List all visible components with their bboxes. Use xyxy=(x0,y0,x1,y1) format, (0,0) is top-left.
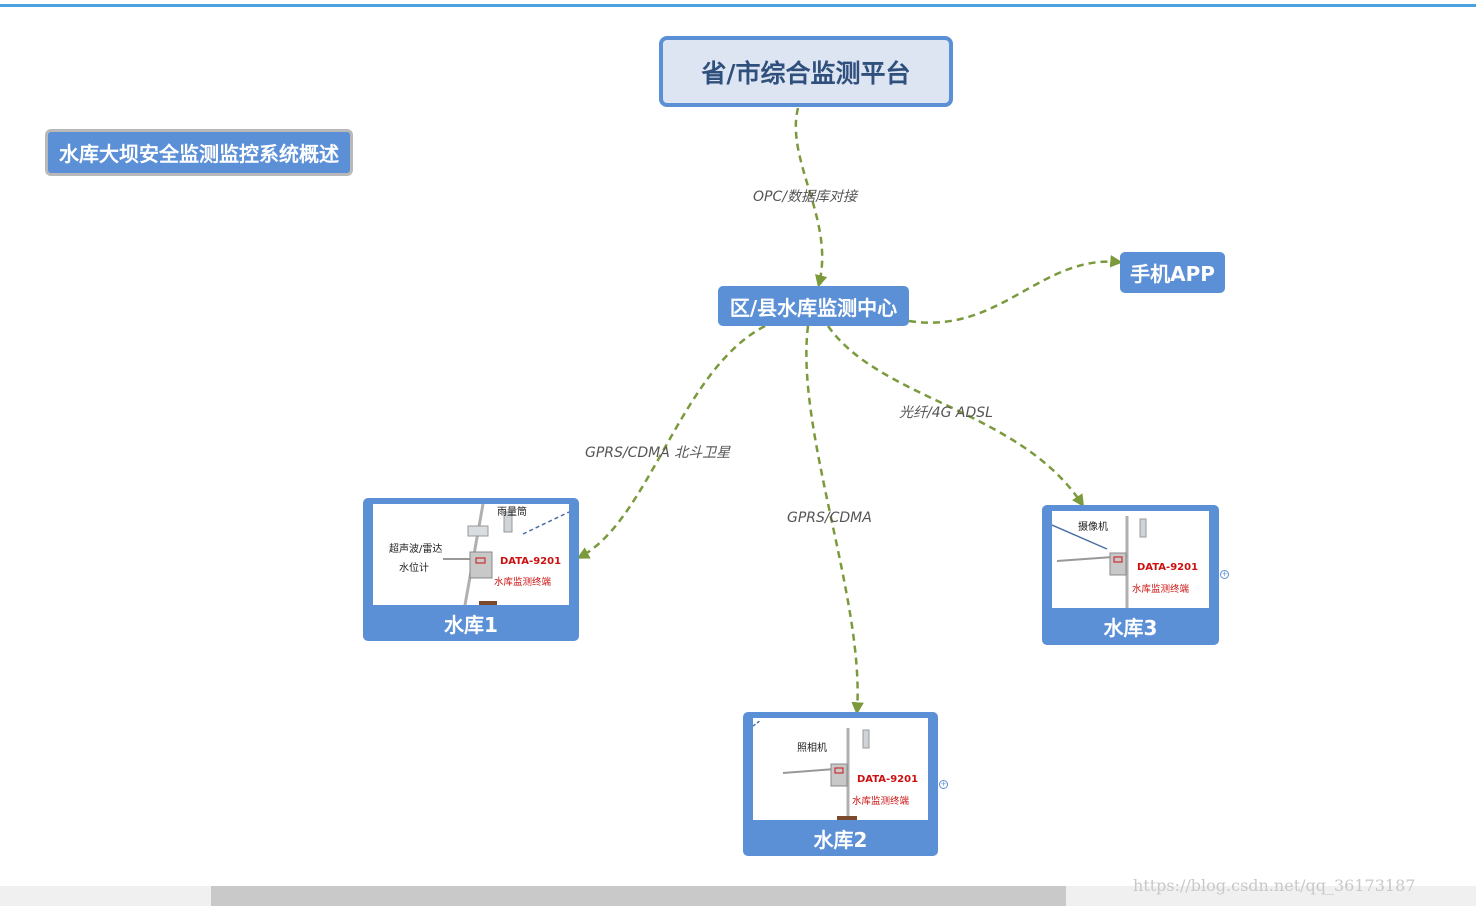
expand-node-icon[interactable]: + xyxy=(1220,570,1229,579)
monitoring-station-photo: 摄像机 DATA-9201 水库监测终端 xyxy=(1052,511,1209,608)
reservoir-1-node[interactable]: 雨量筒 超声波/雷达 水位计 DATA-9201 水库监测终端 水库1 xyxy=(363,498,579,641)
photo-callout: 超声波/雷达 xyxy=(389,544,443,555)
watermark-text: https://blog.csdn.net/qq_36173187 xyxy=(1133,876,1416,895)
reservoir-3-node[interactable]: 摄像机 DATA-9201 水库监测终端 水库3 xyxy=(1042,505,1219,645)
expand-node-icon[interactable]: + xyxy=(939,780,948,789)
reservoir-2-label: 水库2 xyxy=(813,828,868,852)
edge-center-to-app xyxy=(908,255,1123,324)
device-model-text: DATA-9201 xyxy=(857,774,919,785)
edge-label-opc: OPC/数据库对接 xyxy=(753,189,857,205)
county-monitoring-center-node[interactable]: 区/县水库监测中心 xyxy=(718,286,909,326)
photo-callout: 雨量筒 xyxy=(497,507,527,518)
provincial-platform-node[interactable]: 省/市综合监测平台 xyxy=(659,36,953,107)
mobile-app-node[interactable]: 手机APP xyxy=(1120,252,1225,293)
reservoir-2-node[interactable]: 照相机 DATA-9201 水库监测终端 水库2 xyxy=(743,712,938,856)
device-subtitle-text: 水库监测终端 xyxy=(852,796,910,807)
edge-label-gprs: GPRS/CDMA xyxy=(787,510,872,526)
reservoir-1-label: 水库1 xyxy=(444,613,498,637)
edge-label-fiber: 光纤/4G ADSL xyxy=(899,405,993,421)
device-subtitle-text: 水库监测终端 xyxy=(494,577,552,588)
device-subtitle-text: 水库监测终端 xyxy=(1132,584,1190,595)
device-model-text: DATA-9201 xyxy=(1137,562,1199,573)
monitoring-station-photo: 雨量筒 超声波/雷达 水位计 DATA-9201 水库监测终端 xyxy=(373,504,569,605)
horizontal-scrollbar-thumb[interactable] xyxy=(211,886,1066,906)
overview-title-node[interactable]: 水库大坝安全监测监控系统概述 xyxy=(45,129,353,176)
photo-callout: 水位计 xyxy=(399,563,429,574)
top-accent-bar xyxy=(0,4,1476,7)
reservoir-3-label: 水库3 xyxy=(1103,616,1158,640)
photo-callout: 摄像机 xyxy=(1078,522,1108,533)
photo-callout: 照相机 xyxy=(797,743,827,754)
monitoring-station-photo: 照相机 DATA-9201 水库监测终端 xyxy=(753,718,928,820)
edge-label-gprs-beidou: GPRS/CDMA 北斗卫星 xyxy=(585,445,731,461)
device-model-text: DATA-9201 xyxy=(500,556,562,567)
